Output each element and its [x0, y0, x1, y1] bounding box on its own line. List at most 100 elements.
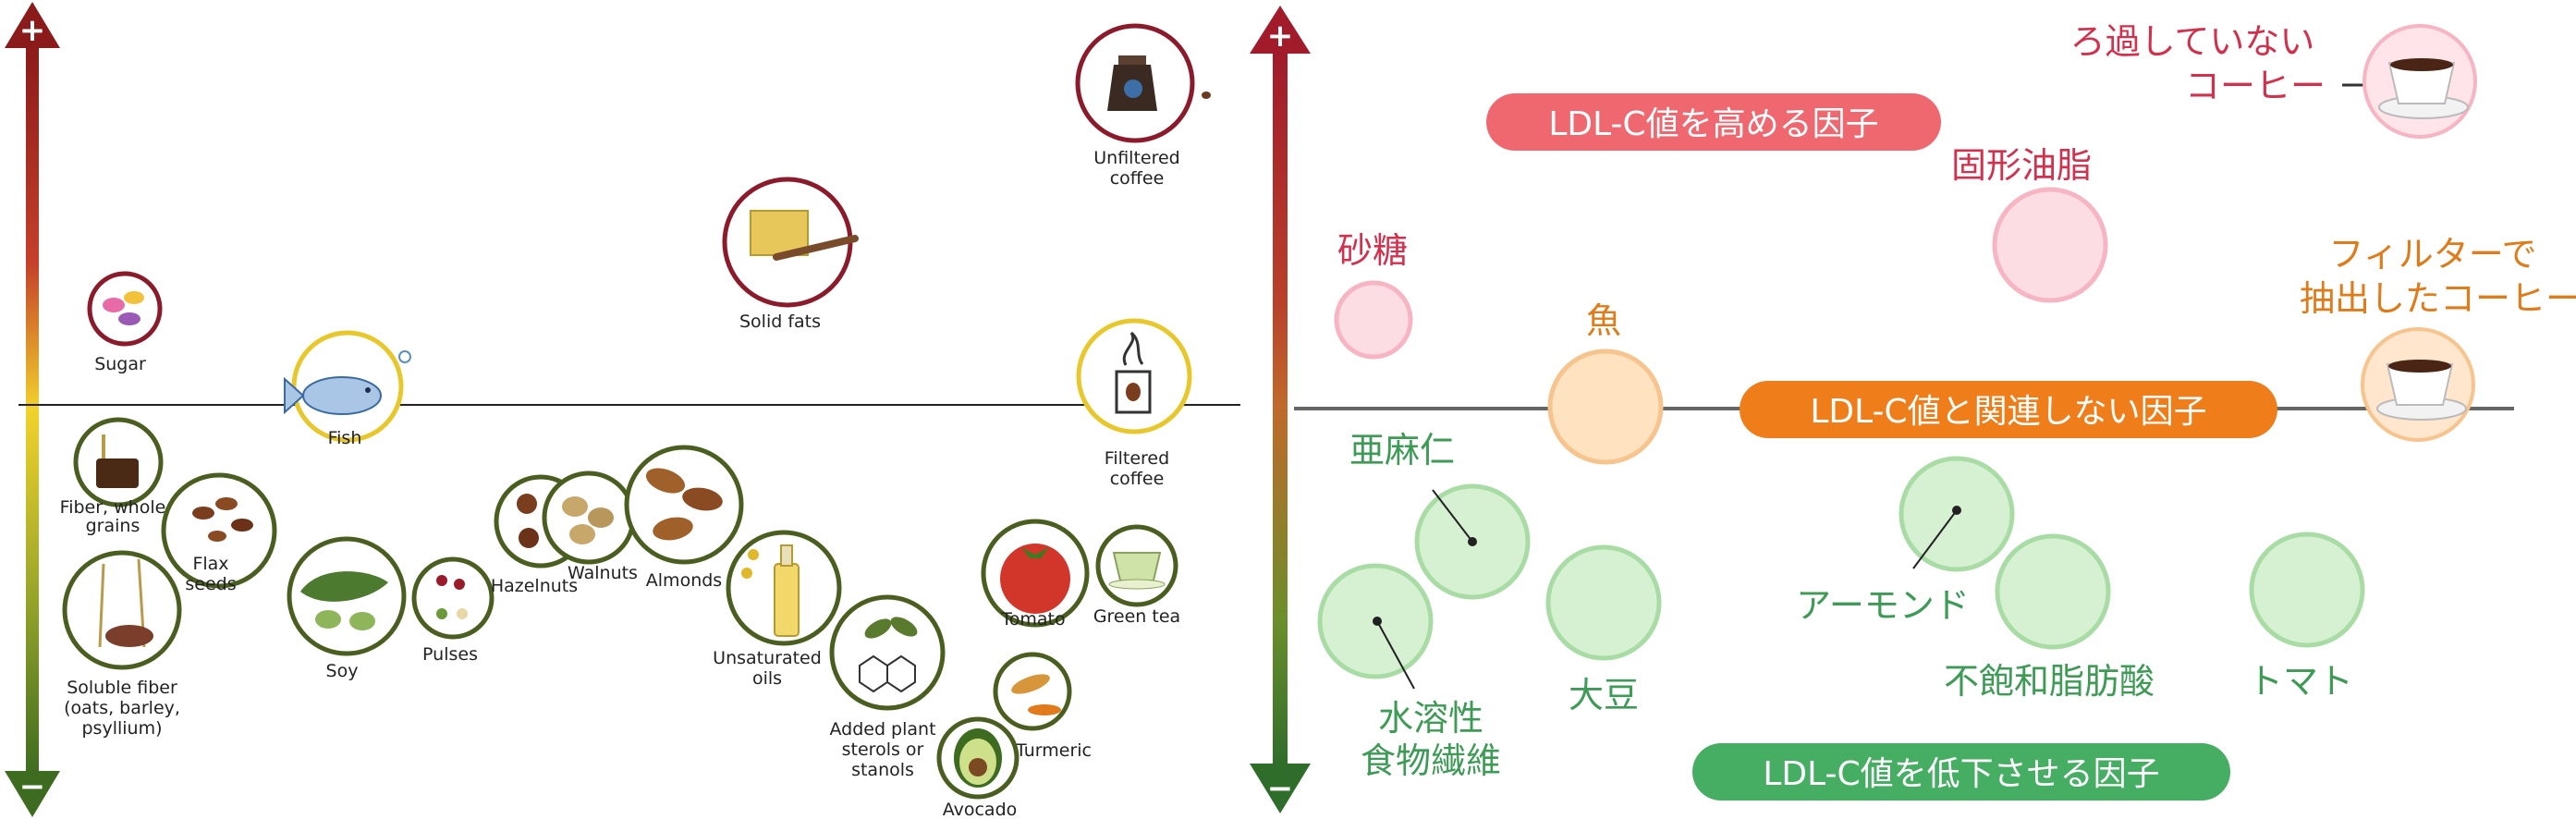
up-arrow-icon — [1250, 6, 1311, 54]
soluble-fiber-label-3: psyllium) — [81, 718, 162, 739]
fiber-label-1: Fiber, whole — [60, 497, 166, 518]
jp-soy-label: 大豆 — [1569, 675, 1639, 715]
oats-icon — [98, 558, 153, 648]
coffee-cup-icon — [1115, 331, 1152, 414]
fiber-label-2: grains — [86, 516, 140, 536]
jp-unfiltered-coffee-label-1: ろ過していない — [2070, 21, 2315, 62]
hazelnuts-label: Hazelnuts — [491, 576, 578, 596]
right-vertical-axis: + − — [1250, 6, 1311, 813]
oil-bottle-icon — [741, 544, 800, 637]
butter-icon — [750, 210, 859, 261]
jp-tomato-label: トマト — [2248, 661, 2353, 702]
walnuts-label: Walnuts — [568, 563, 638, 583]
turmeric-item: Turmeric — [993, 652, 1092, 761]
filtered-coffee-item: Filtered coffee — [1076, 318, 1192, 489]
soy-item: Soy — [287, 536, 407, 681]
jp-unfiltered-coffee-item: ろ過していない コーヒー — [2070, 21, 2477, 139]
tomato-icon — [1000, 544, 1070, 614]
jp-soluble-fiber-label-2: 食物繊維 — [1361, 740, 1501, 781]
lower-factors-badge: LDL-C値を低下させる因子 — [1692, 743, 2230, 801]
jp-unsaturated-fat-item: 不飽和脂肪酸 — [1944, 533, 2155, 702]
almonds-item: Almonds — [624, 445, 744, 591]
jp-flax-item: 亜麻仁 — [1349, 430, 1531, 600]
sugar-label: Sugar — [94, 354, 146, 374]
bubble-icon — [398, 350, 411, 363]
coffee-cup-icon — [2376, 360, 2467, 421]
jp-solid-fat-label: 固形油脂 — [1951, 145, 2092, 186]
minus-sign: − — [19, 768, 46, 805]
flax-seeds-item: Flax seeds — [161, 472, 277, 594]
unfiltered-coffee-label-2: coffee — [1110, 168, 1165, 189]
almond-icon — [645, 468, 723, 541]
sterols-label-2: sterols or — [842, 740, 924, 760]
solid-fats-label: Solid fats — [739, 312, 821, 332]
leader-line — [1432, 489, 1473, 543]
jp-flax-label: 亜麻仁 — [1349, 430, 1455, 471]
flax-label-2: seeds — [185, 574, 236, 594]
coffee-pot-icon — [1107, 55, 1157, 111]
jp-filtered-coffee-label-1: フィルターで — [2329, 234, 2537, 275]
left-vertical-axis: + − — [5, 2, 60, 817]
soluble-fiber-label-1: Soluble fiber — [67, 678, 177, 698]
green-tea-label: Green tea — [1093, 606, 1180, 627]
coffee-bean-icon — [1202, 92, 1211, 99]
plus-sign: + — [19, 12, 46, 49]
jp-unfiltered-coffee-label-2: コーヒー — [2185, 66, 2326, 106]
avocado-label: Avocado — [943, 800, 1018, 819]
unsaturated-oils-label-1: Unsaturated — [713, 648, 822, 668]
soy-label: Soy — [326, 661, 359, 681]
down-arrow-icon — [5, 771, 60, 817]
walnut-icon — [562, 496, 614, 544]
solid-fats-item: Solid fats — [722, 177, 859, 332]
jp-soluble-fiber-item: 水溶性 食物繊維 — [1317, 563, 1501, 781]
jp-fish-item: 魚 — [1547, 300, 1664, 465]
seeds-icon — [192, 497, 253, 542]
jp-solid-fat-item: 固形油脂 — [1951, 145, 2108, 303]
jp-sugar-label: 砂糖 — [1337, 230, 1408, 271]
raise-factors-label: LDL-C値を高める因子 — [1548, 105, 1878, 143]
jp-tomato-item: トマト — [2248, 532, 2365, 702]
jp-filtered-coffee-label-2: 抽出したコーヒー — [2300, 278, 2576, 319]
jp-soluble-fiber-label-1: 水溶性 — [1378, 698, 1483, 739]
unsaturated-oils-label-2: oils — [752, 668, 782, 689]
raise-factors-badge: LDL-C値を高める因子 — [1486, 93, 1941, 151]
avocado-icon — [954, 728, 1002, 788]
minus-sign: − — [1267, 770, 1294, 807]
molecule-leaf-icon — [859, 617, 918, 693]
almonds-label: Almonds — [646, 570, 722, 591]
jp-fish-label: 魚 — [1586, 300, 1621, 341]
plant-sterols-item: Added plant sterols or stanols — [829, 594, 946, 780]
down-arrow-icon — [1250, 764, 1311, 813]
jp-sugar-item: 砂糖 — [1334, 230, 1413, 360]
neutral-factors-badge: LDL-C値と関連しない因子 — [1740, 381, 2277, 438]
fish-label: Fish — [328, 428, 362, 448]
soluble-fiber-label-2: (oats, barley, — [64, 698, 180, 718]
green-tea-item: Green tea — [1093, 524, 1180, 627]
candy-icon — [103, 291, 144, 325]
soluble-fiber-item: Soluble fiber (oats, barley, psyllium) — [62, 550, 182, 739]
sterols-label-3: stanols — [851, 760, 914, 780]
plus-sign: + — [1267, 18, 1294, 55]
soybean-icon — [300, 571, 388, 630]
beans-icon — [436, 575, 468, 619]
turmeric-icon — [1011, 674, 1061, 715]
tomato-label: Tomato — [1000, 609, 1065, 630]
up-arrow-icon — [5, 2, 60, 48]
jp-almond-item: アーモンド — [1796, 456, 2015, 626]
jp-filtered-coffee-item: フィルターで 抽出したコーヒー — [2300, 234, 2576, 442]
fish-item: Fish — [284, 330, 411, 448]
leader-line — [1376, 620, 1415, 690]
pulses-label: Pulses — [422, 644, 478, 665]
tomato-item: Tomato — [981, 519, 1090, 630]
jp-almond-label: アーモンド — [1796, 585, 1970, 626]
walnuts-item: Walnuts — [542, 471, 638, 583]
sterols-label-1: Added plant — [829, 719, 935, 740]
bread-icon — [96, 434, 139, 488]
neutral-factors-label: LDL-C値と関連しない因子 — [1810, 393, 2206, 431]
right-panel: + − LDL-C値を高める因子 LDL-C値と関連しない因子 LDL-C値を低… — [1250, 6, 2576, 813]
coffee-cup-icon — [2378, 58, 2469, 119]
left-panel: + − Sugar Fish — [5, 2, 1240, 819]
avocado-item: Avocado — [936, 716, 1019, 819]
pulses-item: Pulses — [411, 556, 494, 665]
turmeric-label: Turmeric — [1015, 740, 1092, 761]
